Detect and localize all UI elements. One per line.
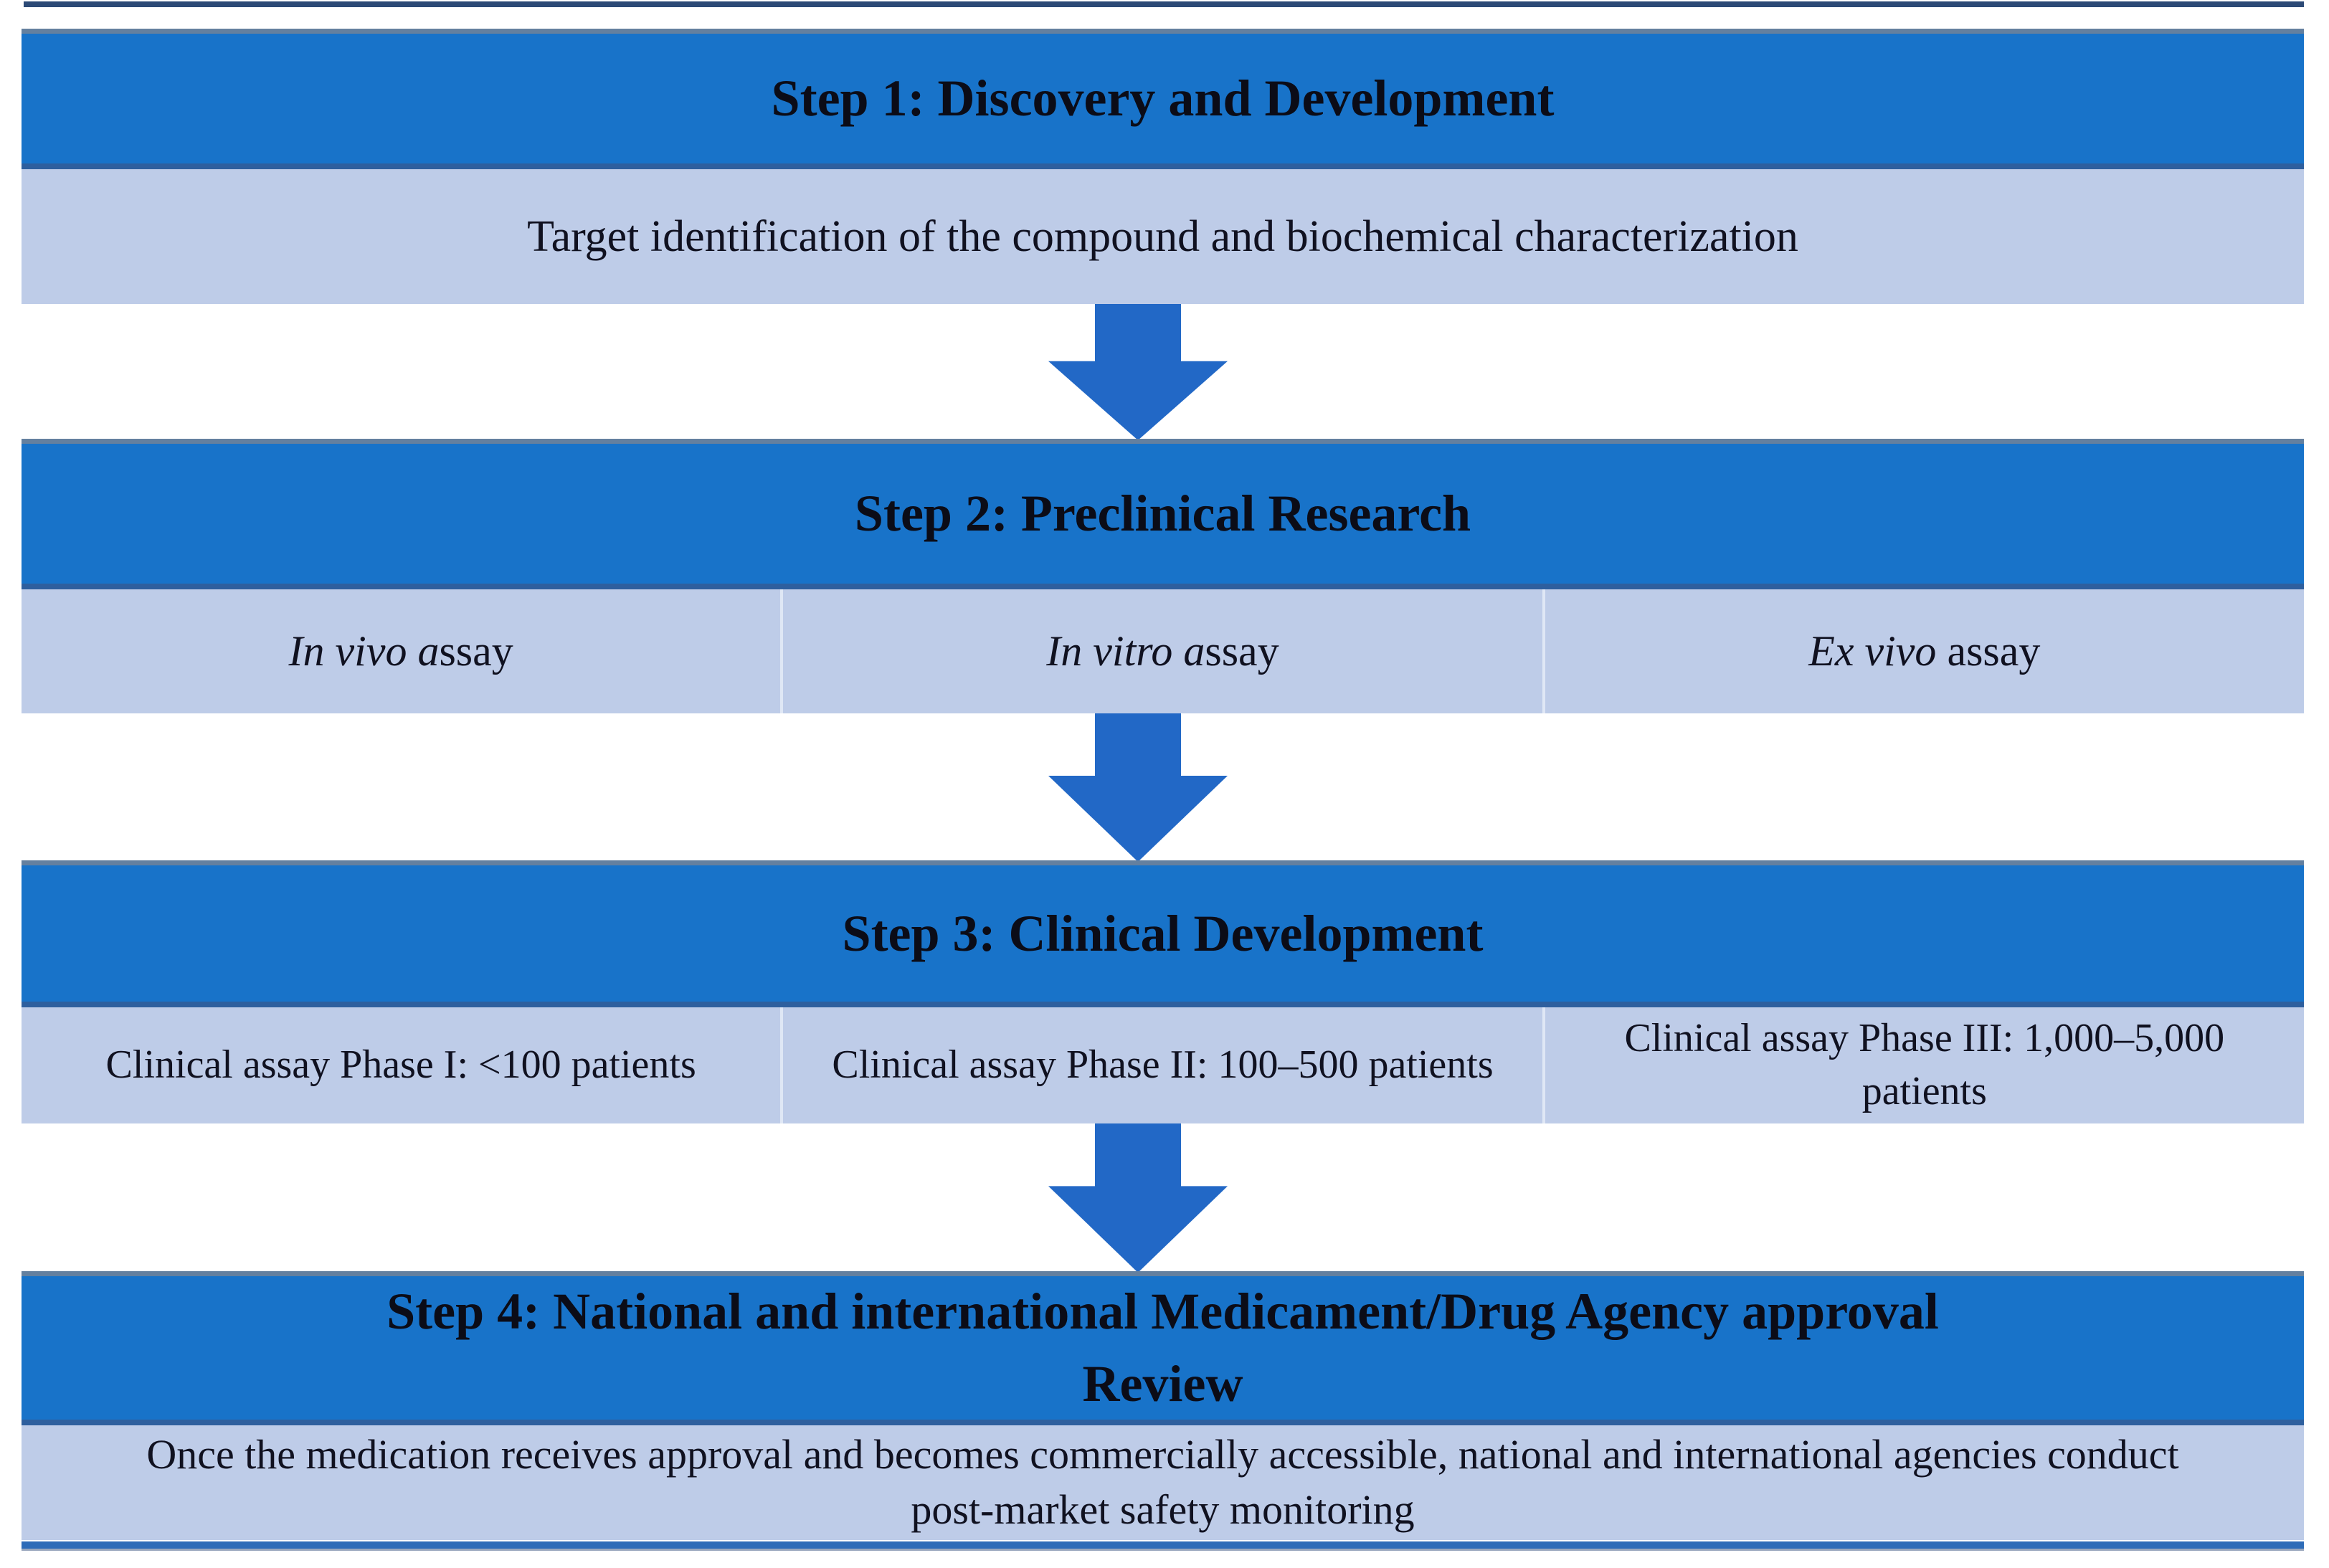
step3-cell-phase2: Clinical assay Phase II: 100–500 patient…	[780, 1007, 1542, 1123]
down-arrow-icon	[1048, 713, 1228, 862]
step3-cell-phase3: Clinical assay Phase III: 1,000–5,000 pa…	[1542, 1007, 2304, 1123]
down-arrow-icon	[1048, 304, 1228, 440]
step4-band: Once the medication receives approval an…	[22, 1425, 2304, 1540]
step1-cell-text: Target identification of the compound an…	[527, 212, 1798, 261]
step2-header: Step 2: Preclinical Research	[22, 439, 2304, 589]
step3-cell-text: Clinical assay Phase I: <100 patients	[105, 1042, 696, 1088]
step2-cell-in-vitro: In vitro assay	[780, 589, 1542, 713]
step2-cell-ex-vivo: Ex vivo assay	[1542, 589, 2304, 713]
step1-title: Step 1: Discovery and Development	[771, 70, 1555, 128]
step2-cell-text: Ex vivo assay	[1808, 627, 2041, 675]
step4-cell-text: Once the medication receives approval an…	[146, 1431, 2179, 1533]
figure-bottom-rule	[22, 1541, 2304, 1551]
step1-header: Step 1: Discovery and Development	[22, 29, 2304, 169]
step3-band: Clinical assay Phase I: <100 patients Cl…	[22, 1007, 2304, 1123]
step2-band: In vivo assay In vitro assay Ex vivo ass…	[22, 589, 2304, 713]
step2-title: Step 2: Preclinical Research	[854, 485, 1471, 543]
step2-cell-text: In vitro assay	[1046, 627, 1279, 675]
figure-top-rule	[24, 1, 2304, 7]
step3-cell-phase1: Clinical assay Phase I: <100 patients	[22, 1007, 780, 1123]
step2-cell-text: In vivo assay	[288, 627, 513, 675]
step2-cell-in-vivo: In vivo assay	[22, 589, 780, 713]
step3-header: Step 3: Clinical Development	[22, 860, 2304, 1007]
step3-cell-text: Clinical assay Phase III: 1,000–5,000 pa…	[1624, 1016, 2225, 1113]
step3-cell-text: Clinical assay Phase II: 100–500 patient…	[832, 1042, 1494, 1088]
step4-title: Step 4: National and international Medic…	[386, 1283, 1939, 1412]
down-arrow-icon	[1048, 1123, 1228, 1273]
step4-header: Step 4: National and international Medic…	[22, 1271, 2304, 1425]
step1-band: Target identification of the compound an…	[22, 169, 2304, 304]
step3-title: Step 3: Clinical Development	[842, 904, 1484, 962]
step1-cell: Target identification of the compound an…	[22, 169, 2304, 304]
step4-cell: Once the medication receives approval an…	[22, 1425, 2304, 1540]
